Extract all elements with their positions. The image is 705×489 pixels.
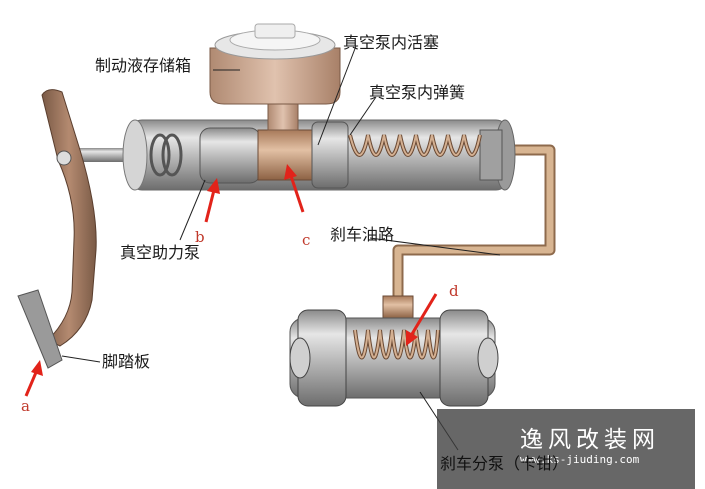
watermark-panel bbox=[437, 409, 695, 489]
arrow-a bbox=[24, 360, 43, 397]
label-reservoir: 制动液存储箱 bbox=[95, 56, 192, 75]
arrow-b bbox=[204, 178, 220, 223]
marker-b: b bbox=[195, 228, 205, 246]
brake-line-pipe bbox=[392, 144, 556, 298]
label-spring: 真空泵内弹簧 bbox=[369, 83, 466, 102]
label-piston: 真空泵内活塞 bbox=[343, 33, 440, 52]
label-booster: 真空助力泵 bbox=[120, 243, 201, 262]
label-caliper: 刹车分泵（卡钳） bbox=[440, 454, 569, 473]
arrow-c bbox=[284, 164, 305, 213]
indicator-arrows bbox=[24, 164, 438, 397]
marker-c: c bbox=[302, 231, 311, 249]
fluid-reservoir bbox=[209, 23, 341, 131]
marker-a: a bbox=[21, 397, 30, 415]
wheel-cylinder bbox=[289, 295, 499, 407]
watermark-title: 逸风改装网 bbox=[520, 427, 660, 453]
pedal-arm bbox=[17, 89, 97, 369]
label-brake-line: 刹车油路 bbox=[330, 225, 395, 244]
arrow-d bbox=[406, 293, 438, 346]
marker-d: d bbox=[449, 282, 459, 300]
label-pedal: 脚踏板 bbox=[102, 352, 151, 371]
booster-spring bbox=[348, 134, 482, 157]
watermark-url: www.ks-jiuding.com bbox=[520, 453, 640, 466]
